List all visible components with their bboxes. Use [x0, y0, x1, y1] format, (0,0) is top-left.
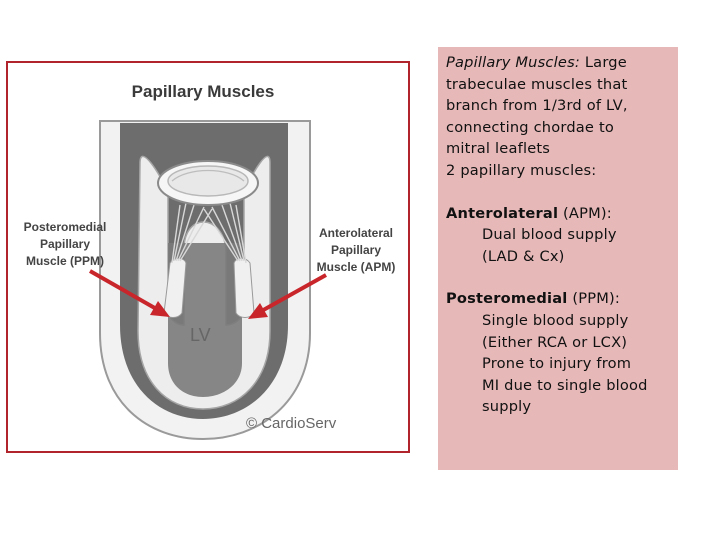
ppm-arrow: [89, 269, 170, 317]
lv-inner-cavity: [168, 243, 242, 397]
intro-term: Papillary Muscles:: [446, 54, 581, 71]
intro-line: trabeculae muscles that: [446, 75, 628, 93]
ppm-label: Posteromedial Papillary Muscle (PPM): [23, 220, 107, 268]
intro-first-line: Papillary Muscles: Large: [446, 52, 672, 74]
intro-rest: Large: [580, 54, 627, 71]
intro-line: branch from 1/3rd of LV,: [446, 97, 628, 115]
apm-label: Anterolateral Papillary Muscle (APM): [316, 226, 396, 274]
apm-arrow: [248, 273, 327, 319]
description-panel: Papillary Muscles: Large trabeculae musc…: [438, 47, 678, 470]
ppm-detail-line: (Either RCA or LCX): [482, 333, 628, 351]
ppm-abbr: (PPM):: [567, 290, 621, 308]
apm-abbr: (APM):: [558, 204, 612, 222]
ppm-detail-line: Prone to injury from: [482, 355, 632, 373]
apm-term: Anterolateral: [446, 204, 559, 222]
intro-line: mitral leaflets: [446, 140, 551, 158]
intro-line: 2 papillary muscles:: [446, 161, 597, 179]
ppm-detail-line: Single blood supply: [482, 311, 629, 329]
intro-line: connecting chordae to: [446, 118, 615, 136]
papillary-muscle-figure: Papillary Muscles Posteromedial Papillar…: [6, 61, 410, 453]
apm-detail-line: (LAD & Cx): [482, 247, 565, 265]
lv-label: LV: [190, 325, 211, 345]
figure-title: Papillary Muscles: [131, 82, 275, 101]
anterolateral-papillary-muscle: [233, 258, 255, 318]
heart-diagram: [89, 120, 327, 441]
apm-heading: Anterolateral (APM):: [446, 203, 672, 225]
mitral-valve-leaflets: [167, 165, 249, 197]
chordae-tendineae: [171, 202, 247, 264]
ppm-detail-line: supply: [482, 398, 532, 416]
ppm-heading: Posteromedial (PPM):: [446, 288, 672, 310]
apm-detail-line: Dual blood supply: [482, 226, 617, 244]
ppm-detail-line: MI due to single blood: [482, 376, 648, 394]
copyright-text: © CardioServ: [246, 415, 337, 432]
ppm-term: Posteromedial: [446, 290, 568, 308]
